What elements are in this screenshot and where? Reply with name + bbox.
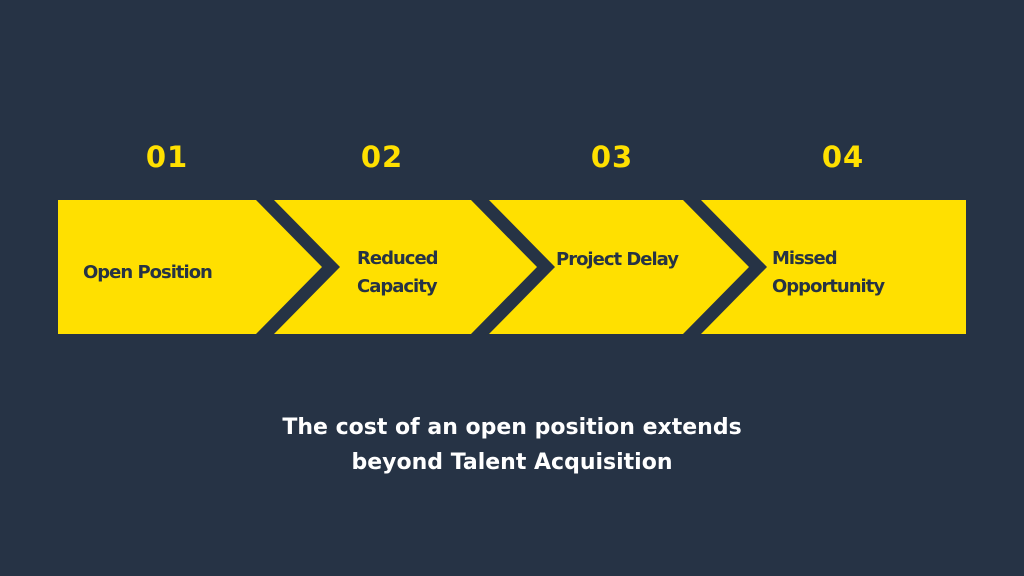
chevron-step-3 — [489, 200, 749, 334]
step-label-4-line-2: Opportunity — [772, 276, 885, 297]
caption-line-1: The cost of an open position extends — [282, 415, 742, 440]
chevron-step-1 — [58, 200, 322, 334]
caption-line-2: beyond Talent Acquisition — [351, 450, 673, 475]
step-label-1: Open Position — [83, 259, 213, 287]
step-label-2: Reduced Capacity — [357, 245, 439, 301]
step-label-3: Project Delay — [556, 246, 679, 274]
step-label-2-line-1: Reduced — [357, 248, 439, 269]
chevron-step-2 — [274, 200, 537, 334]
chevron-step-4 — [701, 200, 966, 334]
step-label-4: Missed Opportunity — [772, 245, 885, 301]
step-number-3: 03 — [590, 140, 634, 174]
step-label-2-line-2: Capacity — [357, 276, 438, 297]
caption-text: The cost of an open position extends bey… — [0, 410, 1024, 480]
step-number-4: 04 — [821, 140, 865, 174]
step-label-3-line-1: Project Delay — [556, 249, 679, 270]
step-label-1-line-1: Open Position — [83, 262, 213, 283]
step-number-2: 02 — [360, 140, 404, 174]
step-label-4-line-1: Missed — [772, 248, 838, 269]
step-number-1: 01 — [145, 140, 189, 174]
